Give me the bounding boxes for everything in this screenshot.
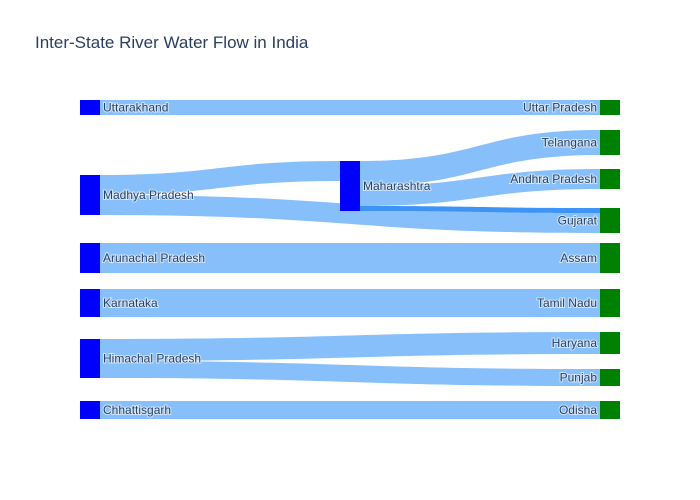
node-gujarat[interactable]: [600, 208, 620, 233]
node-label-andhra-pradesh: Andhra Pradesh: [510, 172, 597, 186]
node-tamil-nadu[interactable]: [600, 289, 620, 317]
node-punjab[interactable]: [600, 369, 620, 386]
node-assam[interactable]: [600, 243, 620, 273]
node-label-arunachal-pradesh: Arunachal Pradesh: [103, 251, 205, 265]
node-chhattisgarh[interactable]: [80, 401, 100, 419]
node-label-odisha: Odisha: [559, 403, 597, 417]
node-telangana[interactable]: [600, 130, 620, 155]
link-himachal-pradesh-to-punjab[interactable]: [100, 361, 600, 386]
node-andhra-pradesh[interactable]: [600, 169, 620, 189]
links-layer: [100, 100, 600, 419]
node-label-assam: Assam: [560, 251, 597, 265]
node-label-haryana: Haryana: [552, 336, 598, 350]
node-label-gujarat: Gujarat: [558, 214, 598, 228]
node-label-karnataka: Karnataka: [103, 296, 158, 310]
node-himachal-pradesh[interactable]: [80, 339, 100, 378]
link-maharashtra-to-telangana[interactable]: [360, 130, 600, 186]
link-maharashtra-to-gujarat[interactable]: [360, 206, 600, 213]
node-label-uttar-pradesh: Uttar Pradesh: [523, 101, 597, 115]
link-himachal-pradesh-to-haryana[interactable]: [100, 332, 600, 361]
node-label-maharashtra: Maharashtra: [363, 179, 431, 193]
node-label-himachal-pradesh: Himachal Pradesh: [103, 352, 201, 366]
node-label-uttarakhand: Uttarakhand: [103, 101, 168, 115]
node-label-punjab: Punjab: [560, 371, 598, 385]
link-uttarakhand-to-uttar-pradesh[interactable]: [100, 100, 600, 115]
link-arunachal-pradesh-to-assam[interactable]: [100, 243, 600, 273]
node-arunachal-pradesh[interactable]: [80, 243, 100, 273]
node-haryana[interactable]: [600, 332, 620, 354]
node-maharashtra[interactable]: [340, 161, 360, 211]
link-chhattisgarh-to-odisha[interactable]: [100, 401, 600, 419]
nodes-layer: [80, 100, 620, 419]
node-label-chhattisgarh: Chhattisgarh: [103, 403, 171, 417]
node-label-madhya-pradesh: Madhya Pradesh: [103, 188, 194, 202]
node-madhya-pradesh[interactable]: [80, 175, 100, 215]
link-madhya-pradesh-to-maharashtra[interactable]: [100, 161, 340, 195]
node-uttar-pradesh[interactable]: [600, 100, 620, 115]
node-label-telangana: Telangana: [542, 136, 598, 150]
node-uttarakhand[interactable]: [80, 100, 100, 115]
node-label-tamil-nadu: Tamil Nadu: [537, 296, 597, 310]
chart-title: Inter-State River Water Flow in India: [35, 33, 309, 52]
link-maharashtra-to-andhra-pradesh[interactable]: [360, 169, 600, 206]
link-karnataka-to-tamil-nadu[interactable]: [100, 289, 600, 317]
link-madhya-pradesh-to-gujarat[interactable]: [100, 195, 600, 233]
node-karnataka[interactable]: [80, 289, 100, 317]
node-odisha[interactable]: [600, 401, 620, 419]
